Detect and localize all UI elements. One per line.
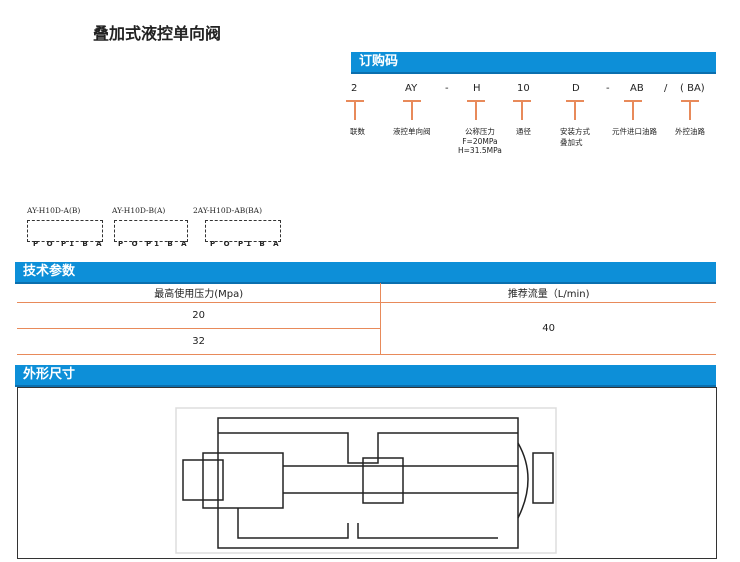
code-connector <box>624 100 642 120</box>
order-code-header: 订购码 <box>351 52 716 74</box>
pressure-value: 20 <box>17 302 381 329</box>
label-external: 外控油路 <box>675 127 705 136</box>
label-size: 通径 <box>516 127 531 136</box>
valve-symbol <box>27 220 103 242</box>
code-connector <box>403 100 421 120</box>
code-connector <box>681 100 699 120</box>
order-code-segment: AY <box>405 83 418 94</box>
order-code-segment: - <box>445 83 449 94</box>
tech-params-header: 技术参数 <box>15 262 716 284</box>
flow-value: 40 <box>380 302 716 355</box>
label-mount: 安装方式叠加式 <box>560 127 590 147</box>
dimensions-header: 外形尺寸 <box>15 365 716 387</box>
order-code-segment: / <box>664 83 668 94</box>
dimension-drawing-frame <box>17 387 717 559</box>
label-count: 联数 <box>350 127 365 136</box>
order-code-segment: AB <box>630 83 644 94</box>
model-name: 2AY-H10D-AB(BA) <box>193 206 263 215</box>
ports: P O P1 B A <box>33 240 105 248</box>
order-code-segment: - <box>606 83 610 94</box>
label-inlet: 元件进口油路 <box>612 127 657 136</box>
label-type: 液控单向阀 <box>393 127 431 136</box>
order-code-segment: D <box>572 83 580 94</box>
code-connector <box>513 100 531 120</box>
valve-symbol <box>205 220 281 242</box>
valve-drawing <box>175 407 557 554</box>
valve-symbol <box>114 220 188 242</box>
order-code-segment: H <box>473 83 481 94</box>
ports: P O P1 B A <box>118 240 190 248</box>
model-name: AY-H10D-B(A) <box>112 206 166 215</box>
order-code-segment: 2 <box>351 83 358 94</box>
code-connector <box>467 100 485 120</box>
order-code-segment: 10 <box>517 83 530 94</box>
ports: P O P1 B A <box>210 240 282 248</box>
page-title: 叠加式液控单向阀 <box>93 24 222 43</box>
col-flow: 推荐流量（L/min) <box>380 283 716 303</box>
pressure-value: 32 <box>17 328 381 355</box>
order-code-segment: ( BA) <box>680 83 705 94</box>
model-name: AY-H10D-A(B) <box>27 206 81 215</box>
col-pressure: 最高使用压力(Mpa) <box>17 283 381 303</box>
code-connector <box>346 100 364 120</box>
code-connector <box>566 100 584 120</box>
